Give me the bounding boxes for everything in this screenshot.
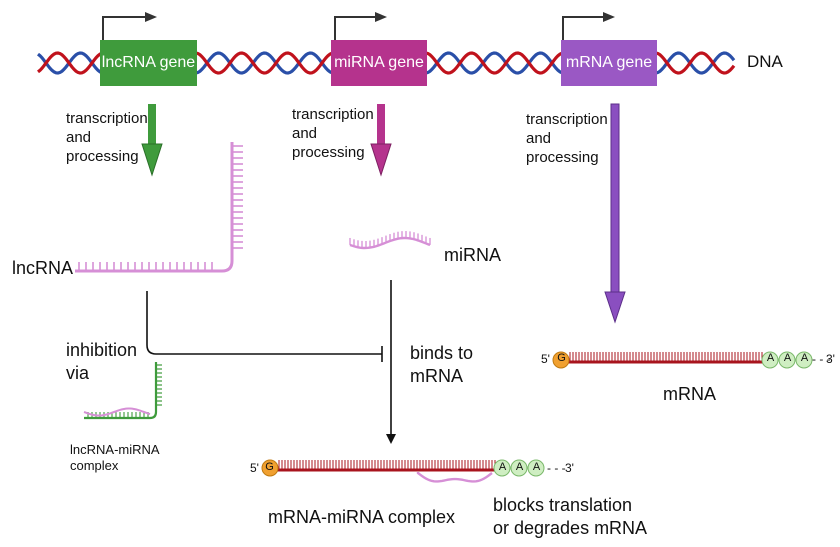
polya-bead [510,459,528,477]
binds-arrow [386,280,396,444]
processing-text: processing [526,148,599,166]
inhibition-line [146,291,383,362]
transcription-arrow-mrna [604,103,626,324]
mirna-gene-box: miRNA gene [331,40,427,86]
mirna-strand [349,231,431,250]
binds-text-2: mRNA [410,365,463,386]
complex-mirna [83,407,151,417]
blocks-text-1: blocks translation [493,495,633,515]
mrna-five-prime: 5' [541,352,550,366]
polya-letter-3: A [800,352,809,364]
transcription-label-lncrna: transcription and processing [66,110,148,166]
blocks-label: blocks translation or degrades mRNA [493,494,647,539]
polya-bead [778,351,796,369]
promoter-arrow-mrna [562,12,615,40]
transcription-arrow-mirna [370,104,392,177]
mrna-mirna-complex-label: mRNA-miRNA complex [268,507,456,527]
and-text: and [292,124,318,142]
transcription-text: transcription [292,106,374,123]
lncrna-label: lncRNA [12,258,74,278]
transcription-text: transcription [526,111,608,128]
complex-five-prime: 5' [250,461,259,475]
complex-text-1: lncRNA-miRNA [70,442,160,457]
mrna-label: mRNA [663,384,716,404]
transcription-arrow-lncrna [141,104,163,177]
mrna-cap-letter: G [557,352,566,364]
mrna-mirna-complex [261,459,545,483]
transcription-text: transcription [66,110,148,127]
mrna-three-prime: 3' [826,352,835,366]
lncrna-mirna-complex-label: lncRNA-miRNA complex [70,442,160,475]
complex-cap-letter: G [265,461,274,473]
promoter-arrow-lncrna [102,12,157,40]
mrna-gene-label: mRNA gene [565,54,653,71]
processing-text: processing [66,147,139,165]
mrna-cap [261,459,279,477]
polya-bead [761,351,779,369]
complex-polya-letter-1: A [498,461,507,473]
promoter-arrow-mirna [334,12,387,40]
lncrna-gene-box: lncRNA gene [100,40,197,86]
processing-text: processing [292,143,365,161]
binds-text-1: binds to [410,343,474,363]
mrna-strand [552,351,813,369]
polya-bead [795,351,813,369]
complex-polya-letter-3: A [532,461,541,473]
lncrna-mirna-complex-icon [83,362,162,420]
complex-lncrna-backbone [84,362,158,420]
inhibition-label: inhibition via [66,339,137,384]
binds-label: binds to mRNA [410,342,473,387]
transcription-label-mrna: transcription and processing [526,111,608,167]
polya-letter-2: A [783,352,792,364]
bound-mirna [416,472,493,483]
polya-letter-1: A [766,352,775,364]
via-text: via [66,362,90,383]
complex-polya-letter-2: A [515,461,524,473]
mrna-cap [552,351,570,369]
polya-bead [527,459,545,477]
lncrna-backbone [75,142,234,273]
and-text: and [526,129,552,147]
dna-label: DNA [747,52,783,71]
polya-bead [493,459,511,477]
inhibition-text: inhibition [66,340,138,360]
lncrna-strand [75,142,243,273]
mrna-dashes: - - - [812,352,831,366]
complex-text-2: complex [70,458,119,474]
and-text: and [66,128,92,146]
mirna-gene-label: miRNA gene [334,54,424,71]
blocks-text-2: or degrades mRNA [493,517,648,538]
transcription-label-mirna: transcription and processing [292,106,374,162]
mrna-gene-box: mRNA gene [561,40,657,86]
lncrna-gene-label: lncRNA gene [101,54,196,71]
complex-dashes: - - - [547,461,566,475]
mirna-label: miRNA [444,245,501,265]
complex-three-prime: 3' [565,461,574,475]
